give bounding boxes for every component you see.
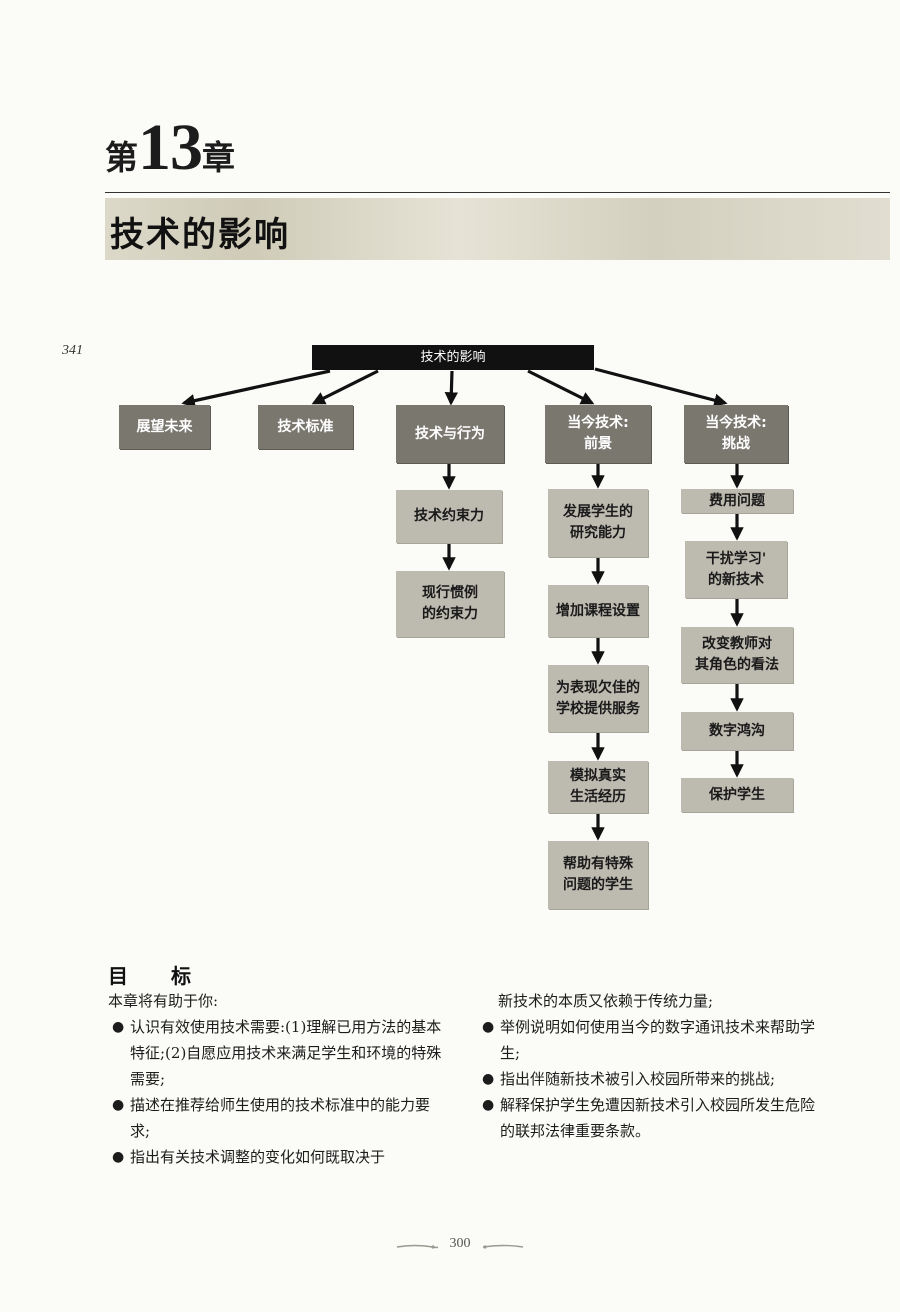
node-current-practice: 现行惯例 的约束力 <box>396 571 504 637</box>
node-tech-behavior: 技术与行为 <box>396 405 504 463</box>
chapter-label: 第13章 <box>105 110 235 190</box>
objective-item: ●举例说明如何使用当今的数字通讯技术来帮助学生; <box>478 1014 818 1066</box>
chapter-number: 13 <box>138 111 203 184</box>
node-tech-challenges: 当今技术: 挑战 <box>684 405 788 463</box>
arrow-root-to-standards <box>311 369 379 405</box>
chapter-prefix: 第 <box>105 138 138 177</box>
bullet-icon: ● <box>482 1019 495 1035</box>
objective-item: ●指出伴随新技术被引入校园所带来的挑战; <box>478 1066 818 1092</box>
node-disruptive-tech: 干扰学习' 的新技术 <box>685 541 787 598</box>
bullet-icon: ● <box>112 1149 125 1165</box>
bullet-icon: ● <box>112 1097 125 1113</box>
objective-item: ●解释保护学生免遭因新技术引入校园所发生危险的联邦法律重要条款。 <box>478 1092 818 1144</box>
footer-ornament <box>396 1244 524 1249</box>
objectives-heading: 目 标 <box>108 964 209 988</box>
objective-item: ●描述在推荐给师生使用的技术标准中的能力要求; <box>108 1092 448 1144</box>
node-real-life-simulation: 模拟真实 生活经历 <box>548 761 648 813</box>
objective-item: ●认识有效使用技术需要:(1)理解已用方法的基本特征;(2)自愿应用技术来满足学… <box>108 1014 448 1092</box>
node-protect-students: 保护学生 <box>681 778 793 812</box>
node-tech-constraint: 技术约束力 <box>396 490 502 543</box>
title-band <box>105 198 890 260</box>
bullet-icon: ● <box>482 1097 495 1113</box>
arrow-root-to-prospects <box>527 369 595 405</box>
objective-item: ●指出有关技术调整的变化如何既取决于 <box>108 1144 448 1170</box>
node-teacher-role: 改变教师对 其角色的看法 <box>681 627 793 683</box>
objectives-list-left: ●认识有效使用技术需要:(1)理解已用方法的基本特征;(2)自愿应用技术来满足学… <box>108 1014 448 1170</box>
node-future-outlook: 展望未来 <box>119 405 210 449</box>
margin-page-marker: 341 <box>62 343 83 358</box>
node-special-needs: 帮助有特殊 问题的学生 <box>548 841 648 909</box>
arrow-root-to-challenges <box>594 367 728 407</box>
node-research-skills: 发展学生的 研究能力 <box>548 489 648 557</box>
arrow-root-to-future <box>181 369 331 408</box>
bullet-icon: ● <box>482 1071 495 1087</box>
arrow-root-to-behavior <box>444 370 459 406</box>
objective-continuation: 新技术的本质又依赖于传统力量; <box>498 992 714 1010</box>
chapter-suffix: 章 <box>202 138 235 177</box>
objectives-intro: 本章将有助于你: <box>108 992 219 1010</box>
node-underperforming-schools: 为表现欠佳的 学校提供服务 <box>548 665 648 732</box>
node-cost-issue: 费用问题 <box>681 489 793 513</box>
chapter-title: 技术的影响 <box>110 215 290 255</box>
objectives-list-right: ●举例说明如何使用当今的数字通讯技术来帮助学生; ●指出伴随新技术被引入校园所带… <box>478 1014 818 1144</box>
node-tech-prospects: 当今技术: 前景 <box>545 405 651 463</box>
header-rule <box>105 192 890 193</box>
bullet-icon: ● <box>112 1019 125 1035</box>
concept-root-node: 技术的影响 <box>312 345 594 370</box>
node-expand-curriculum: 增加课程设置 <box>548 585 648 637</box>
node-tech-standards: 技术标准 <box>258 405 353 449</box>
node-digital-divide: 数字鸿沟 <box>681 712 793 750</box>
page-number: 300 <box>449 1236 471 1251</box>
